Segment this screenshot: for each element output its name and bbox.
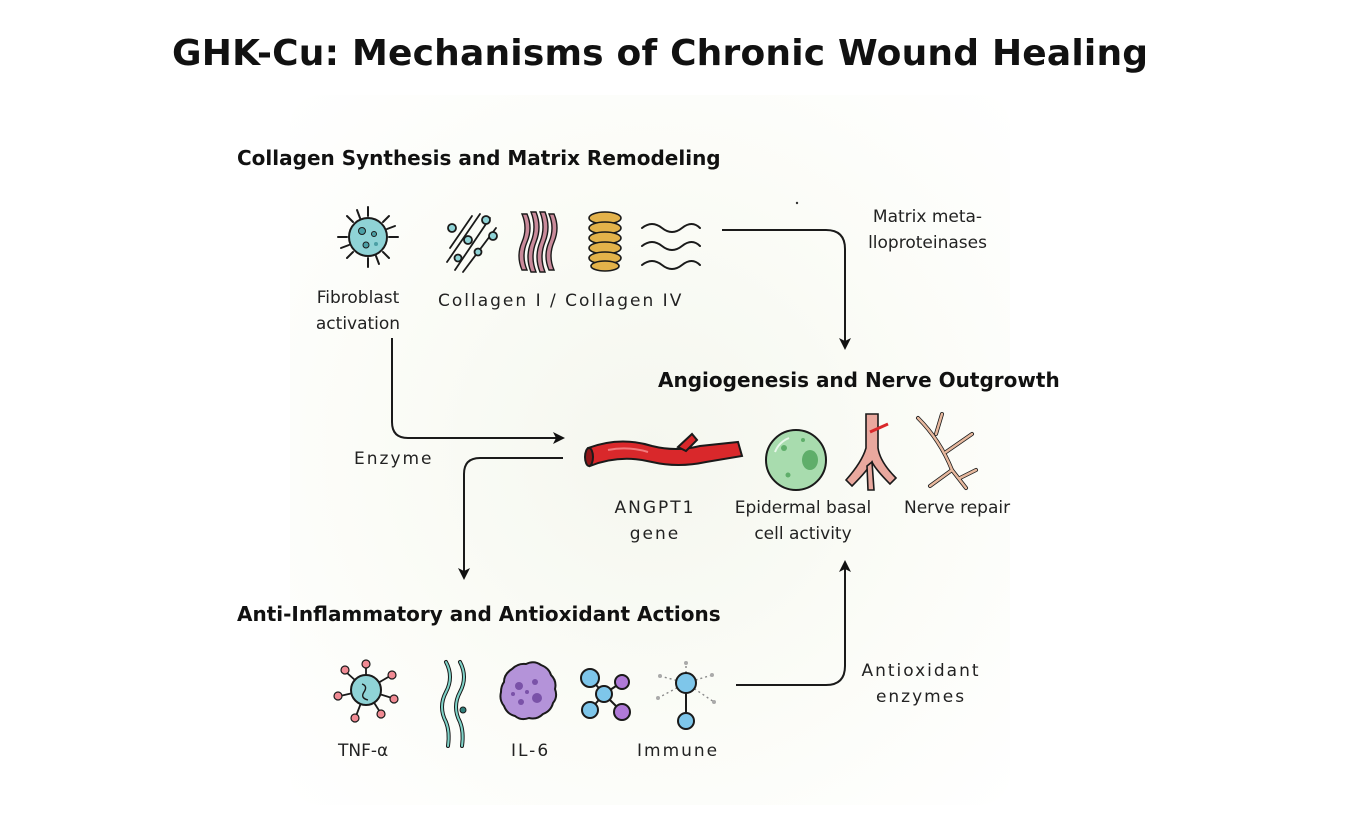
collagen-coil-icon — [588, 211, 622, 272]
flow-arrows — [391, 229, 851, 686]
speck — [795, 201, 799, 205]
matrix-wave-icon — [641, 223, 701, 270]
arrow-collagen-to-angiogenesis — [722, 229, 851, 350]
fibroblast-label-line2: activation — [315, 314, 401, 334]
collagen-types-label: Collagen I / Collagen IV — [438, 291, 684, 311]
signal-strands-icon — [440, 660, 467, 748]
antioxidant-label-line1: Antioxidant — [861, 661, 981, 681]
immune-label: Immune — [637, 741, 720, 761]
collagen-fibers-icon — [446, 213, 498, 273]
mmp-label: Matrix meta- lloproteinases — [850, 204, 1005, 256]
blood-vessel-icon — [584, 432, 744, 468]
epidermal-cell-icon — [765, 429, 827, 491]
il6-icon — [499, 661, 558, 721]
mmp-label-line2: lloproteinases — [868, 233, 987, 253]
epidermal-label: Epidermal basal cell activity — [720, 495, 886, 547]
epidermal-label-line1: Epidermal basal — [734, 498, 872, 518]
tnf-alpha-icon — [333, 659, 399, 723]
nerve-label: Nerve repair — [904, 498, 1011, 518]
arrow-immune-to-epidermal — [736, 560, 851, 686]
vessel-branch-icon — [844, 413, 898, 491]
epidermal-label-line2: cell activity — [754, 524, 852, 544]
angpt1-label-line1: ANGPT1 — [614, 498, 696, 518]
immune-node-icon — [656, 661, 716, 730]
il6-label: IL-6 — [511, 741, 551, 761]
section-title-anti-inflammatory: Anti-Inflammatory and Antioxidant Action… — [237, 602, 721, 626]
fibroblast-icon — [337, 206, 399, 268]
angpt1-label: ANGPT1 gene — [605, 495, 705, 547]
collagen-strands-icon — [518, 211, 558, 273]
antioxidant-label: Antioxidant enzymes — [846, 658, 996, 710]
section-title-angiogenesis: Angiogenesis and Nerve Outgrowth — [658, 368, 1060, 392]
fibroblast-label-line1: Fibroblast — [316, 288, 400, 308]
antioxidant-label-line2: enzymes — [875, 687, 967, 707]
fibroblast-label: Fibroblast activation — [296, 285, 420, 337]
tnf-label: TNF-α — [338, 741, 389, 761]
mmp-label-line1: Matrix meta- — [872, 207, 983, 227]
angpt1-label-line2: gene — [629, 524, 681, 544]
arrow-enzyme-to-angpt1 — [458, 457, 563, 580]
arrow-fibroblast-to-angpt1 — [391, 338, 565, 444]
molecule-network-icon — [580, 668, 631, 721]
nerve-icon — [916, 412, 978, 490]
enzyme-label: Enzyme — [354, 449, 434, 469]
page-title: GHK-Cu: Mechanisms of Chronic Wound Heal… — [172, 33, 1149, 74]
section-title-collagen: Collagen Synthesis and Matrix Remodeling — [237, 146, 721, 170]
